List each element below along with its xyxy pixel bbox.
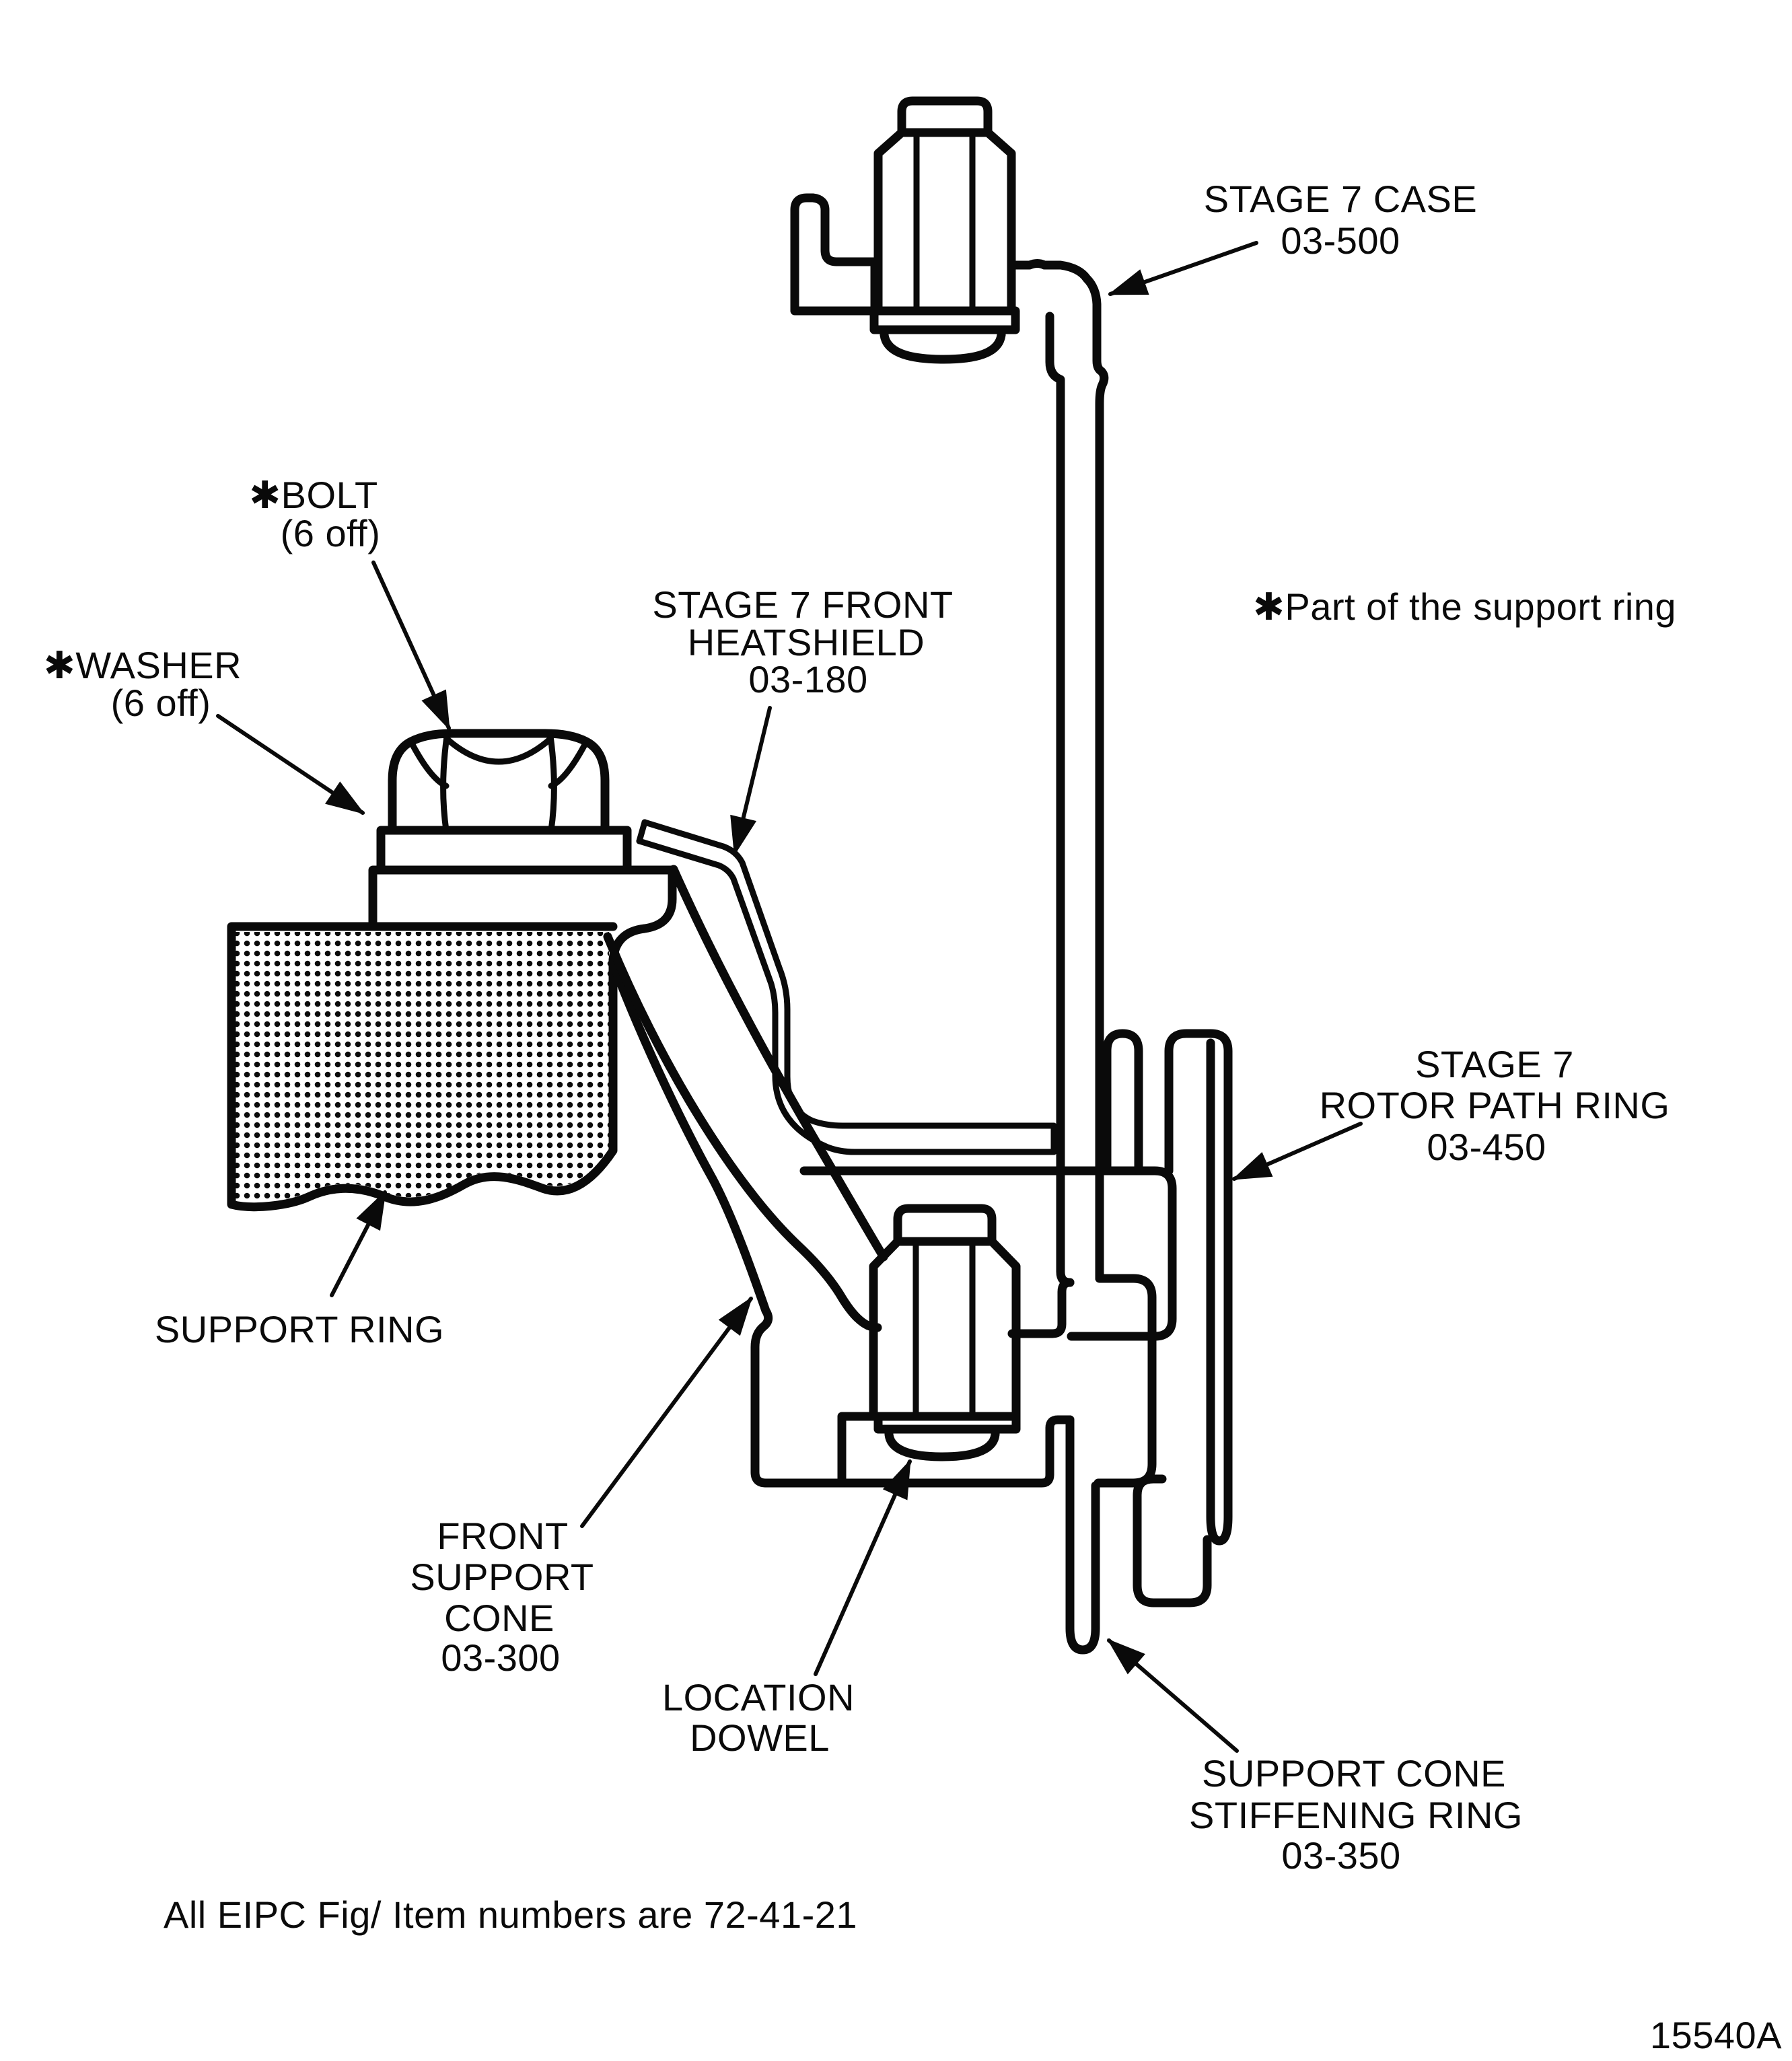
cone-inner-edge <box>669 865 888 1262</box>
top-stud-cap <box>897 96 993 137</box>
stage7-case-part <box>790 193 1177 1488</box>
case-flange-step <box>1007 1278 1075 1338</box>
case-upper-ledge <box>1009 259 1109 1283</box>
rotor-path-ring-part <box>1102 1029 1233 1607</box>
ring-top-finger <box>1102 1029 1143 1176</box>
top-nut-outline <box>873 128 1016 316</box>
heatshield-end-caps <box>636 819 1057 1155</box>
leader-stage7-case <box>1108 241 1258 296</box>
leader-rotor-ring <box>1231 1122 1363 1181</box>
label-support-cone-line1: FRONT <box>437 1515 568 1557</box>
case-flange-slot <box>799 1166 1177 1341</box>
label-bolt-line1: ✱BOLT <box>249 474 378 516</box>
leader-heatshield <box>730 706 772 856</box>
support-ring-outline <box>227 865 677 1212</box>
legend-note: ✱Part of the support ring <box>1253 585 1676 628</box>
leader-location-dowel <box>814 1459 912 1676</box>
leader-stiffening-ring <box>1106 1638 1239 1753</box>
heatshield-lower-edge <box>636 838 1057 1155</box>
label-stage7-case-line1: STAGE 7 CASE <box>1204 178 1477 220</box>
leader-washer <box>216 714 365 815</box>
label-stiffening-ring-line2: STIFFENING RING <box>1189 1794 1523 1836</box>
leader-bolt <box>371 561 451 731</box>
label-support-cone-line3: CONE <box>444 1597 554 1639</box>
label-location-dowel-line1: LOCATION <box>662 1676 855 1719</box>
label-support-ring: SUPPORT RING <box>155 1308 444 1350</box>
figure-ref-number: 15540A <box>1650 2014 1782 2056</box>
label-heatshield-line1: STAGE 7 FRONT <box>652 583 953 626</box>
leader-support-ring <box>330 1190 387 1297</box>
top-stud-shank <box>913 129 976 314</box>
support-ring-part <box>227 865 677 1212</box>
cone-flange-bottom <box>761 1415 1075 1488</box>
label-stage7-case-line2: 03-500 <box>1281 219 1400 262</box>
case-foot-tongue <box>1094 1274 1157 1488</box>
lower-joint-washer <box>873 1412 1021 1434</box>
lower-nut-outline <box>869 1237 1021 1421</box>
label-stiffening-ring-line3: 03-350 <box>1281 1834 1400 1877</box>
front-support-cone-part <box>603 865 1075 1488</box>
top-joint-plate <box>869 306 1020 334</box>
label-location-dowel-line2: DOWEL <box>690 1716 830 1759</box>
washer-part <box>376 826 632 875</box>
cone-mid-edge <box>603 932 882 1332</box>
label-heatshield-line2: HEATSHIELD <box>688 621 925 663</box>
label-bolt-line2: (6 off) <box>281 512 381 554</box>
labels: STAGE 7 CASE 03-500 ✱BOLT (6 off) ✱WASHE… <box>44 178 1782 2056</box>
label-washer-line1: ✱WASHER <box>44 644 242 686</box>
top-stud-dome <box>880 325 1006 364</box>
bolt-part <box>388 729 610 835</box>
ring-body-and-blade <box>1164 1029 1233 1546</box>
lower-fastener <box>869 1204 1021 1461</box>
label-support-cone-line2: SUPPORT <box>410 1556 594 1598</box>
hex-bolt-crown-arcs <box>408 735 589 789</box>
leader-arrows <box>216 241 1363 1753</box>
top-fastener <box>869 96 1020 364</box>
heatshield-upper-edge <box>641 819 1057 1129</box>
label-washer-line2: (6 off) <box>111 682 211 724</box>
leader-support-cone <box>580 1296 753 1528</box>
footer-note: All EIPC Fig/ Item numbers are 72-41-21 <box>164 1893 857 1936</box>
lower-stud-cap <box>893 1204 997 1246</box>
lower-stud-shank <box>912 1238 976 1420</box>
ring-bottom-hook <box>1133 1474 1212 1607</box>
stiffening-ring-part <box>1065 1415 1100 1655</box>
case-clevis-bracket <box>790 193 880 316</box>
label-heatshield-line3: 03-180 <box>748 658 867 700</box>
cone-flange-step <box>837 1412 883 1488</box>
heatshield-part <box>636 819 1057 1155</box>
label-rotor-ring-line2: ROTOR PATH RING <box>1320 1084 1670 1126</box>
cone-outer-edge <box>608 959 773 1488</box>
label-stiffening-ring-line1: SUPPORT CONE <box>1202 1752 1506 1795</box>
label-support-cone-line4: 03-300 <box>441 1636 560 1679</box>
location-dowel-dome <box>884 1424 1000 1461</box>
hex-bolt-outline <box>388 729 610 835</box>
label-rotor-ring-line3: 03-450 <box>1427 1126 1546 1168</box>
support-ring-hatch <box>235 932 609 1202</box>
label-rotor-ring-line1: STAGE 7 <box>1415 1043 1574 1085</box>
